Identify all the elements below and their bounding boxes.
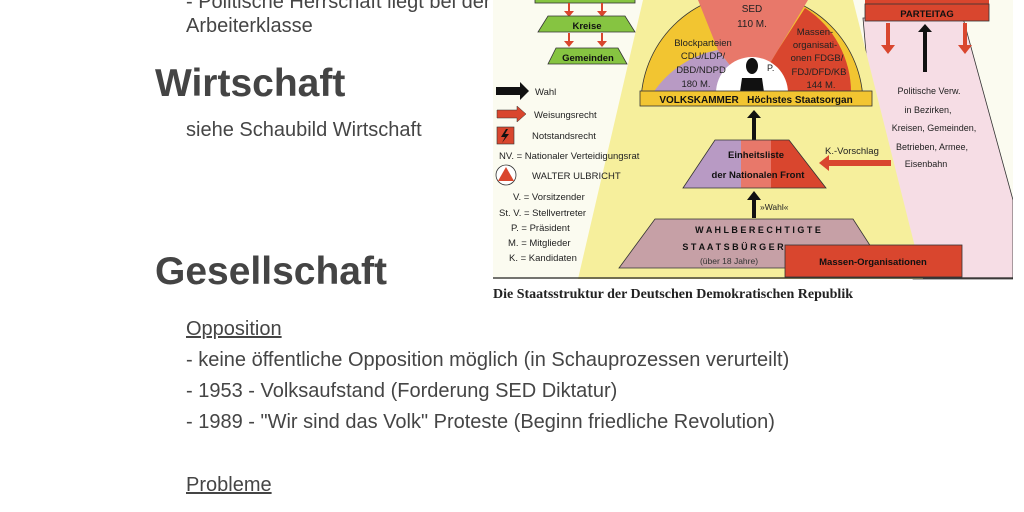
- svg-text:Weisungsrecht: Weisungsrecht: [534, 110, 597, 121]
- age-label: (über 18 Jahre): [700, 256, 758, 266]
- svg-text:M. = Mitglieder: M. = Mitglieder: [508, 238, 571, 249]
- svg-text:Wahl: Wahl: [535, 87, 556, 98]
- svg-text:Notstandsrecht: Notstandsrecht: [532, 131, 596, 142]
- wahlberechtigte-label: W A H L B E R E C H T I G T E: [695, 225, 821, 235]
- president-circle: [716, 57, 788, 93]
- verwaltung-text: Politische Verw. in Bezirken, Kreisen, G…: [892, 86, 977, 169]
- svg-text:Kreisen, Gemeinden,: Kreisen, Gemeinden,: [892, 123, 977, 133]
- svg-text:in Bezirken,: in Bezirken,: [904, 105, 951, 115]
- parteitag-label: PARTEITAG: [900, 9, 953, 20]
- svg-text:Massen-: Massen-: [797, 27, 833, 38]
- opposition-title: Opposition: [186, 318, 282, 340]
- svg-text:DBD/NDPD: DBD/NDPD: [676, 65, 726, 76]
- top-red-bar: [865, 0, 989, 4]
- volkskammer-bar: [639, 90, 873, 107]
- svg-text:Politische Verw.: Politische Verw.: [897, 86, 960, 96]
- sed-segment: [698, 0, 808, 93]
- sed-label: SED: [742, 4, 763, 15]
- heading-gesellschaft: Gesellschaft: [155, 250, 387, 293]
- svg-text:K. = Kandidaten: K. = Kandidaten: [509, 253, 577, 264]
- heading-wirtschaft: Wirtschaft: [155, 62, 346, 105]
- svg-text:Eisenbahn: Eisenbahn: [905, 159, 948, 169]
- svg-text:organisati-: organisati-: [793, 40, 837, 51]
- massen-organisationen-label: Massen-Organisationen: [819, 257, 927, 268]
- svg-text:Blockparteien: Blockparteien: [674, 38, 732, 49]
- wahl-arrow-icon: [747, 110, 761, 140]
- svg-text:P. = Präsident: P. = Präsident: [511, 223, 570, 234]
- opposition-item: - 1953 - Volksaufstand (Forderung SED Di…: [186, 380, 618, 402]
- volkskammer-label: VOLKSKAMMER Höchstes Staatsorgan: [659, 95, 852, 106]
- svg-text:onen FDGB/: onen FDGB/: [791, 53, 844, 64]
- staatsstruktur-diagram: P. SED 110 M. Blockparteien CDU/LDP/ DBD…: [493, 0, 1013, 280]
- legend: Wahl Weisungsrecht Notstandsrecht NV. = …: [495, 82, 640, 264]
- weisungsrecht-arrow-icon: [881, 23, 972, 54]
- person-icon: [740, 58, 764, 92]
- gemeinden-label: Gemeinden: [562, 53, 614, 64]
- kvorschlag-label: K.-Vorschlag: [825, 146, 879, 157]
- massen-text: Massen- organisati- onen FDGB/ FDJ/DFD/K…: [791, 27, 847, 91]
- massen-organisationen-box: [784, 244, 963, 278]
- svg-text:WALTER ULBRICHT: WALTER ULBRICHT: [532, 171, 621, 182]
- diagram-caption: Die Staatsstruktur der Deutschen Demokra…: [493, 287, 853, 302]
- green-hierarchy: Kreise Gemeinden: [534, 0, 636, 65]
- sed-members: 110 M.: [737, 19, 767, 30]
- svg-text:Einheitsliste: Einheitsliste: [728, 150, 784, 161]
- svg-text:144 M.: 144 M.: [806, 80, 835, 91]
- wahl-arrow-icon: [747, 191, 761, 218]
- opposition-item: - 1989 - "Wir sind das Volk" Proteste (B…: [186, 411, 775, 433]
- svg-text:V. = Vorsitzender: V. = Vorsitzender: [513, 192, 585, 203]
- svg-text:CDU/LDP/: CDU/LDP/: [681, 51, 726, 62]
- svg-text:St. V. = Stellvertreter: St. V. = Stellvertreter: [499, 208, 586, 219]
- svg-text:FDJ/DFD/KB: FDJ/DFD/KB: [792, 67, 847, 78]
- probleme-title: Probleme: [186, 474, 272, 496]
- svg-text:NV. = Nationaler Verteidigungs: NV. = Nationaler Verteidigungsrat: [499, 151, 640, 162]
- wahl-arrow-icon: [918, 24, 932, 72]
- opposition-item: - keine öffentliche Opposition möglich (…: [186, 349, 790, 371]
- kreise-label: Kreise: [572, 21, 601, 32]
- intro-line-2: Arbeiterklasse: [186, 15, 313, 37]
- wahl-arrow-icon: [496, 82, 529, 100]
- praesident-label: P.: [767, 63, 774, 73]
- svg-text:180 M.: 180 M.: [681, 79, 710, 90]
- svg-text:der Nationalen Front: der Nationalen Front: [712, 170, 806, 181]
- weisungsrecht-arrow-icon: [496, 105, 527, 123]
- wahl-quote-label: »Wahl«: [760, 202, 789, 212]
- intro-line-1: - Politische Herrschaft liegt bei der: [186, 0, 491, 13]
- svg-text:Betrieben, Armee,: Betrieben, Armee,: [896, 142, 968, 152]
- wirtschaft-text: siehe Schaubild Wirtschaft: [186, 119, 422, 141]
- blockparteien-text: Blockparteien CDU/LDP/ DBD/NDPD 180 M.: [674, 38, 732, 90]
- einheitsliste: Einheitsliste der Nationalen Front: [682, 139, 827, 189]
- staatsbuerger-label: S T A A T S B Ü R G E R: [682, 242, 784, 252]
- weisungsrecht-arrow-icon: [819, 155, 891, 171]
- parteitag-bar: [864, 3, 990, 22]
